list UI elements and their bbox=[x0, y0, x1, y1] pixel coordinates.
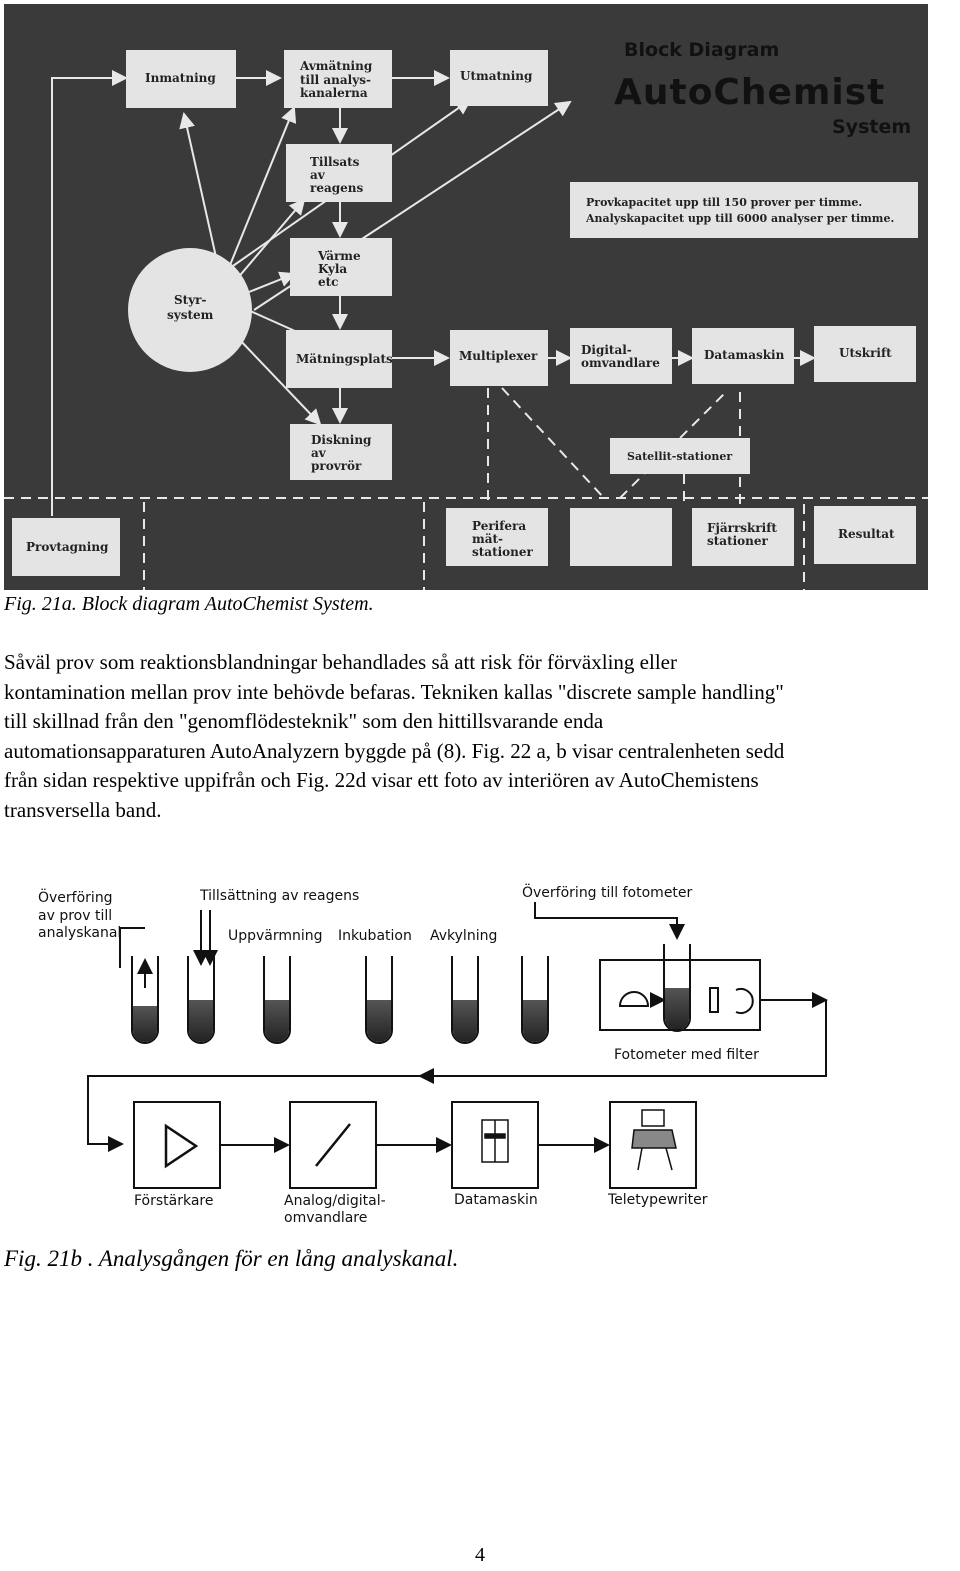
box-diskning-3: provrör bbox=[311, 459, 362, 473]
block-diagram-photo: Block Diagram AutoChemist System Provkap… bbox=[4, 4, 928, 590]
label-overforing-prov-2: av prov till bbox=[38, 908, 112, 924]
label-analog-1: Analog/digital- bbox=[284, 1193, 386, 1209]
system-label: System bbox=[832, 116, 911, 138]
box-avmatning-1: Avmätning bbox=[299, 59, 373, 73]
body-line: kontamination mellan prov inte behövde b… bbox=[4, 679, 784, 704]
styrsystem-label-1: Styr- bbox=[174, 293, 207, 307]
styrsystem-label-2: system bbox=[167, 308, 214, 322]
box-varme-1: Värme bbox=[317, 249, 361, 263]
body-line: från sidan respektive uppifrån och Fig. … bbox=[4, 768, 759, 792]
box-diskning-1: Diskning bbox=[311, 433, 372, 447]
label-tillsattning: Tillsättning av reagens bbox=[199, 888, 359, 904]
label-inkubation: Inkubation bbox=[338, 928, 412, 944]
computer-icon bbox=[481, 1119, 509, 1163]
figure-21b-caption: Fig. 21b . Analysgången för en lång anal… bbox=[4, 1246, 459, 1271]
box-varme-2: Kyla bbox=[318, 262, 347, 276]
box-tillsats-1: Tillsats bbox=[310, 155, 360, 169]
label-teletypewriter: Teletypewriter bbox=[607, 1192, 708, 1208]
box-inmatning: Inmatning bbox=[145, 71, 216, 85]
box-avmatning-3: kanalerna bbox=[300, 86, 368, 100]
photometer bbox=[87, 959, 828, 1152]
label-overforing-foto: Överföring till fotometer bbox=[522, 883, 693, 901]
box-provtagning: Provtagning bbox=[26, 540, 109, 554]
body-line: transversella band. bbox=[4, 797, 162, 822]
box-perifera-2: mät- bbox=[472, 532, 503, 546]
figure-21a-caption: Fig. 21a. Block diagram AutoChemist Syst… bbox=[4, 593, 374, 615]
label-forstarkare: Förstärkare bbox=[134, 1193, 214, 1209]
box-perifera-3: stationer bbox=[472, 545, 534, 559]
box-tillsats-3: reagens bbox=[310, 181, 363, 195]
body-paragraph: Såväl prov som reaktionsblandningar beha… bbox=[4, 648, 960, 825]
box-tillsats-2: av bbox=[310, 168, 326, 182]
box-perifera-1: Perifera bbox=[472, 519, 526, 533]
label-analog-2: omvandlare bbox=[284, 1210, 367, 1226]
page-number: 4 bbox=[475, 1544, 485, 1566]
adc-slash-icon bbox=[315, 1123, 351, 1167]
analysis-flow-diagram: Överföring av prov till analyskanal Till… bbox=[20, 848, 860, 1240]
box-satellit: Satellit-stationer bbox=[627, 450, 732, 463]
box-diskning-2: av bbox=[311, 446, 327, 460]
block-diagram-title: Block Diagram bbox=[624, 39, 779, 61]
box-fjarrskrift-1: Fjärrskrift bbox=[707, 521, 777, 535]
box-utskrift: Utskrift bbox=[839, 346, 892, 360]
label-overforing-prov-3: analyskanal bbox=[38, 925, 121, 941]
box-matningsplats: Mätningsplats bbox=[296, 352, 393, 366]
label-fotometer: Fotometer med filter bbox=[614, 1047, 759, 1063]
box-resultat: Resultat bbox=[838, 527, 895, 541]
box-fjarrskrift-2: stationer bbox=[707, 534, 769, 548]
box-digital-1: Digital- bbox=[581, 343, 632, 357]
capacity-line-1: Provkapacitet upp till 150 prover per ti… bbox=[586, 196, 862, 209]
box-varme-3: etc bbox=[318, 275, 338, 289]
label-uppvarmning: Uppvärmning bbox=[228, 928, 323, 944]
teletypewriter-icon bbox=[631, 1109, 677, 1171]
box-avmatning-2: till analys- bbox=[300, 73, 371, 87]
box-multiplexer: Multiplexer bbox=[459, 349, 538, 363]
box-utmatning: Utmatning bbox=[460, 69, 533, 83]
body-line: till skillnad från den "genomflödestekni… bbox=[4, 709, 604, 733]
capacity-line-2: Analyskapacitet upp till 6000 analyser p… bbox=[585, 212, 894, 225]
autochemist-logo: AutoChemist bbox=[614, 72, 885, 113]
label-overforing-prov-1: Överföring bbox=[38, 888, 113, 906]
test-tubes bbox=[131, 944, 691, 1044]
label-avkylning: Avkylning bbox=[430, 928, 497, 944]
box-digital-2: omvandlare bbox=[581, 356, 660, 370]
label-datamaskin: Datamaskin bbox=[454, 1192, 538, 1208]
amplifier-icon bbox=[164, 1123, 199, 1169]
box-datamaskin: Datamaskin bbox=[704, 348, 785, 362]
body-line: automationsapparaturen AutoAnalyzern byg… bbox=[4, 738, 785, 763]
body-line: Såväl prov som reaktionsblandningar beha… bbox=[4, 650, 677, 674]
